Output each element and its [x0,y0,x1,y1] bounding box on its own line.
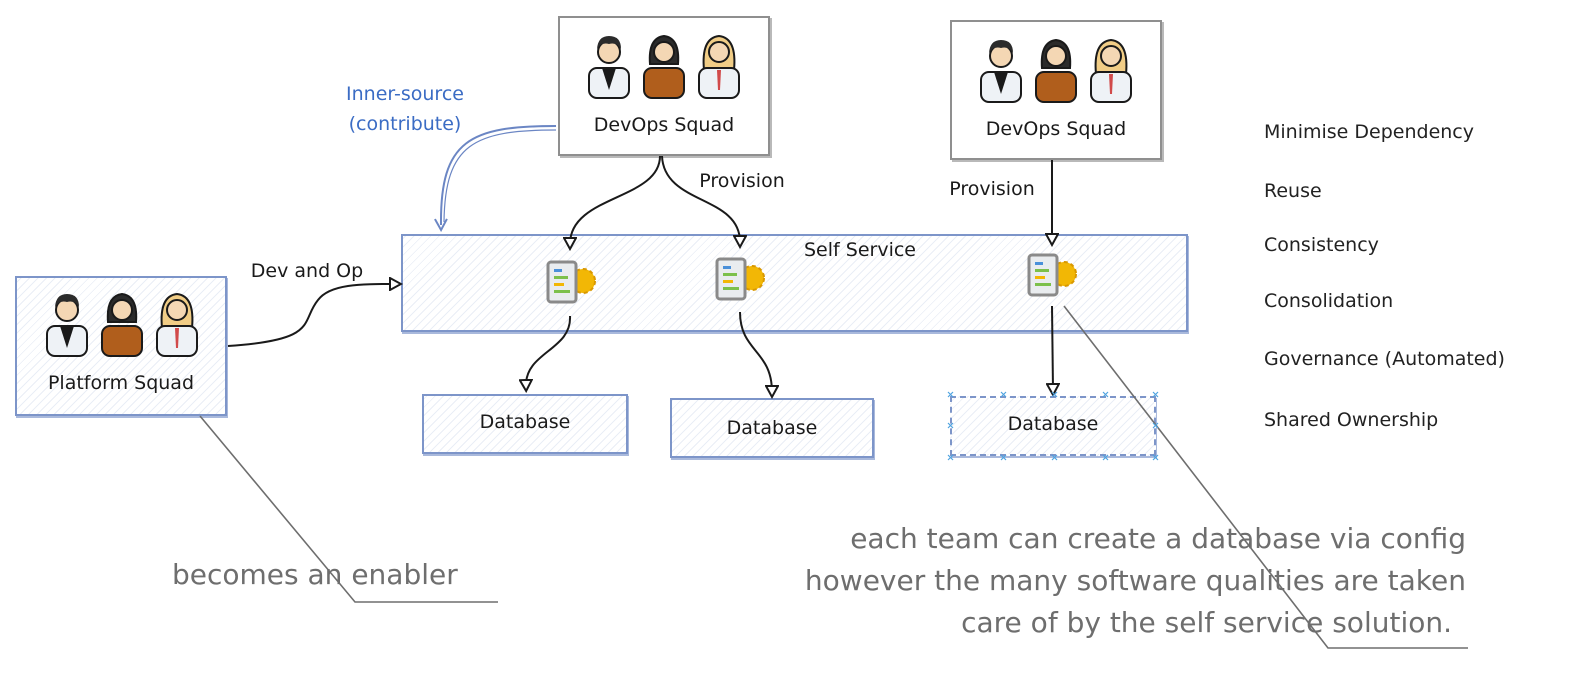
config-note-line3: care of by the self service solution. [961,606,1452,639]
database-box-3[interactable] [950,396,1156,456]
dev-and-op-label: Dev and Op [250,260,364,282]
config-gear-icon[interactable] [1026,252,1080,298]
inner-source-label-line2: (contribute) [348,113,462,135]
people-group-devops-1 [588,34,740,99]
devops-squad-label-2: DevOps Squad [985,118,1127,140]
config-leader [1063,305,1468,649]
people-group-platform [46,292,198,357]
config-gear-icon[interactable] [714,256,768,302]
quality-consolidation: Consolidation [1264,290,1394,312]
database-box-2[interactable] [670,398,874,458]
config-gear-icon[interactable] [545,259,599,305]
quality-governance: Governance (Automated) [1264,348,1505,370]
person-blonde-icon [698,34,740,99]
enabler-note: becomes an enabler [172,558,458,591]
selection-handles [947,391,1159,461]
provision-label-1: Provision [699,170,785,192]
person-female-icon [643,34,685,99]
config-note-line1: each team can create a database via conf… [850,522,1466,555]
person-female-icon [1035,38,1077,103]
dev-and-op-arrow [227,284,396,347]
provision-label-2: Provision [949,178,1035,200]
person-male-icon [980,40,1022,103]
db-arrow-2 [739,311,772,392]
quality-reuse: Reuse [1264,180,1322,202]
provision-arrow-1b [661,155,740,242]
database-label-2: Database [726,417,818,439]
database-label-3: Database [1007,413,1099,435]
platform-squad-label: Platform Squad [47,372,195,394]
inner-source-label-line1: Inner-source [346,83,464,105]
quality-shared-ownership: Shared Ownership [1264,409,1439,431]
provision-arrow-1a [570,155,661,244]
person-male-icon [46,294,88,357]
self-service-title: Self Service [804,239,916,261]
quality-consistency: Consistency [1264,234,1379,256]
inner-source-arrow [441,125,557,225]
database-label-1: Database [479,411,571,433]
person-male-icon [588,36,630,99]
devops-squad-label-1: DevOps Squad [593,114,735,136]
quality-minimise-dependency: Minimise Dependency [1264,121,1475,143]
people-group-devops-2 [980,38,1132,103]
database-box-1[interactable] [422,394,628,454]
config-note-line2: however the many software qualities are … [804,564,1466,597]
db-arrow-1 [526,315,572,386]
db-arrow-3 [1052,305,1053,390]
person-blonde-icon [156,292,198,357]
person-blonde-icon [1090,38,1132,103]
person-female-icon [101,292,143,357]
enabler-leader [199,415,498,603]
